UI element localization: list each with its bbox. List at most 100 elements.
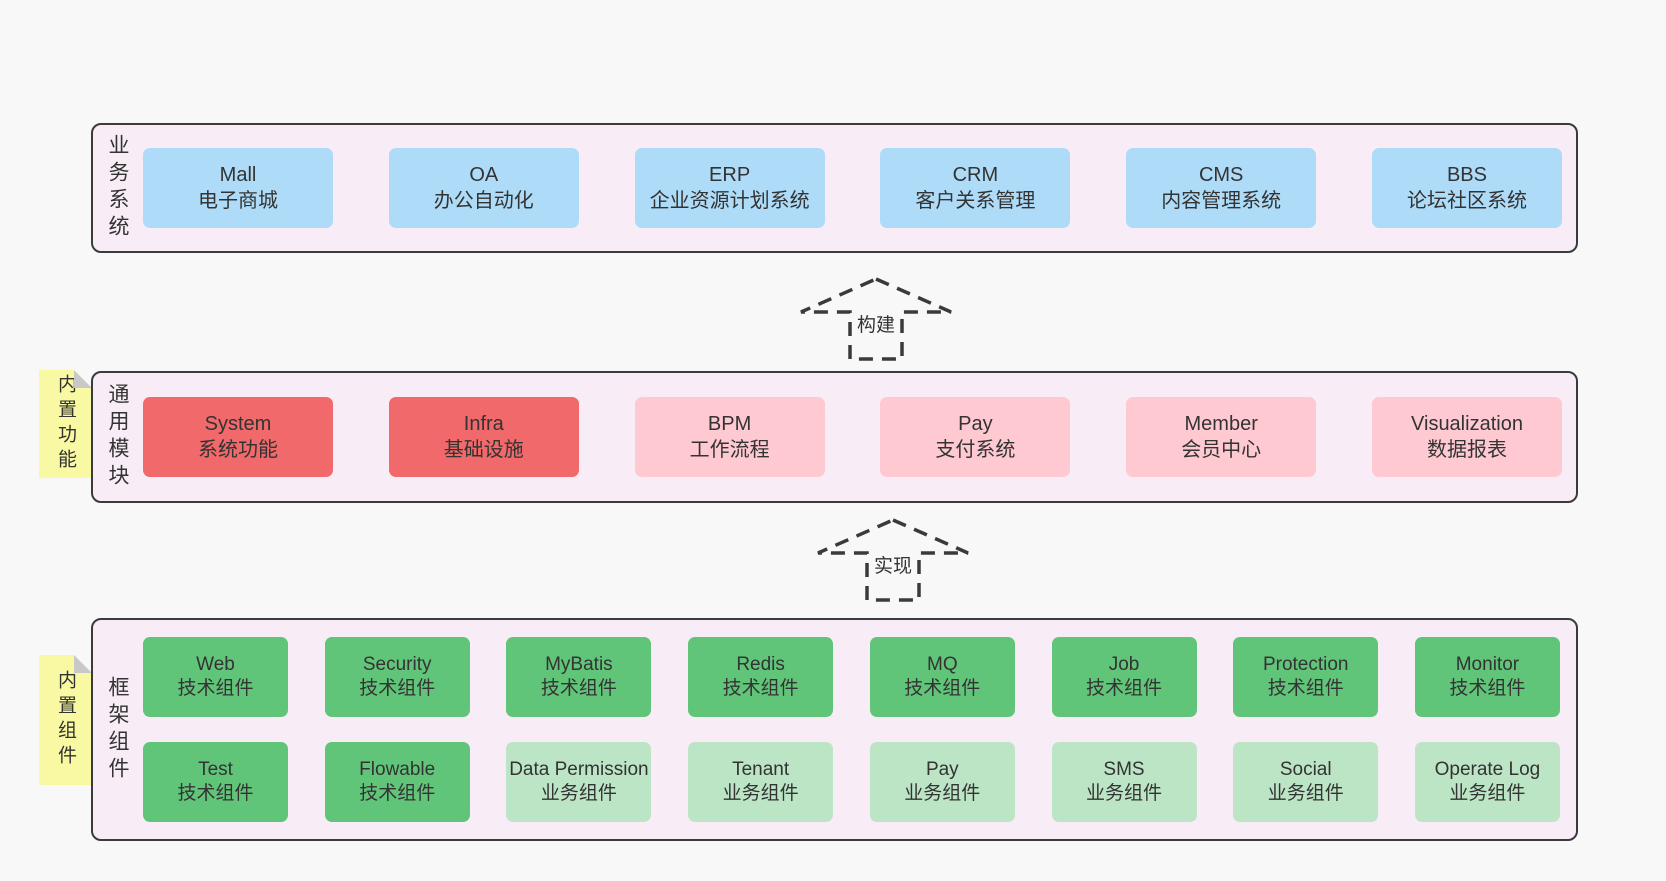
box-bpm: BPM 工作流程 bbox=[634, 397, 825, 477]
box-subtitle: 业务组件 bbox=[1267, 783, 1344, 804]
box-subtitle: 客户关系管理 bbox=[915, 190, 1036, 212]
box-title: BBS bbox=[1446, 164, 1487, 186]
common-modules-box-row: System 系统功能 Infra 基础设施 BPM 工作流程 Pay 支付系统 bbox=[143, 373, 1576, 501]
box-title: ERP bbox=[709, 164, 751, 186]
box-crm: CRM 客户关系管理 bbox=[880, 148, 1071, 228]
box-title: Infra bbox=[463, 413, 504, 435]
box-protection: Protection 技术组件 bbox=[1233, 637, 1379, 717]
arrow-build: 构建 bbox=[798, 276, 954, 362]
box-subtitle: 电子商城 bbox=[198, 190, 278, 212]
business-systems-box-row: Mall 电子商城 OA 办公自动化 ERP 企业资源计划系统 CRM 客户关系… bbox=[143, 125, 1576, 251]
box-pay: Pay 支付系统 bbox=[880, 397, 1071, 477]
box-title: Redis bbox=[736, 653, 785, 675]
arrow-implement: 实现 bbox=[815, 517, 971, 603]
box-pay: Pay 业务组件 bbox=[869, 742, 1015, 822]
box-title: System bbox=[204, 413, 272, 435]
box-title: Test bbox=[198, 758, 233, 780]
box-title: Data Permission bbox=[509, 758, 649, 780]
box-subtitle: 技术组件 bbox=[1086, 678, 1163, 699]
box-subtitle: 系统功能 bbox=[198, 439, 278, 461]
box-mq: MQ 技术组件 bbox=[869, 637, 1015, 717]
box-security: Security 技术组件 bbox=[324, 637, 470, 717]
box-oa: OA 办公自动化 bbox=[388, 148, 579, 228]
box-subtitle: 技术组件 bbox=[1267, 678, 1344, 699]
box-subtitle: 企业资源计划系统 bbox=[649, 190, 810, 212]
box-subtitle: 基础设施 bbox=[443, 439, 524, 461]
box-title: Pay bbox=[925, 758, 959, 780]
layer-label-framework-components: 框架组件 bbox=[106, 675, 129, 784]
arrow-build-label: 构建 bbox=[852, 310, 900, 337]
box-title: Job bbox=[1108, 653, 1140, 675]
business-systems-container: 业务系统 Mall 电子商城 OA 办公自动化 ERP 企业资源计划系统 bbox=[91, 123, 1578, 253]
sticky-note-label: 内置功能 bbox=[55, 374, 76, 474]
box-title: MQ bbox=[927, 653, 958, 675]
box-infra: Infra 基础设施 bbox=[388, 397, 579, 477]
box-member: Member 会员中心 bbox=[1126, 397, 1317, 477]
arrow-implement-label: 实现 bbox=[869, 551, 917, 578]
box-test: Test 技术组件 bbox=[143, 742, 288, 822]
box-subtitle: 业务组件 bbox=[904, 783, 981, 804]
box-redis: Redis 技术组件 bbox=[688, 637, 834, 717]
box-social: Social 业务组件 bbox=[1233, 742, 1379, 822]
box-title: Operate Log bbox=[1434, 758, 1541, 780]
layer-label-common-modules: 通用模块 bbox=[106, 383, 129, 491]
box-subtitle: 论坛社区系统 bbox=[1406, 190, 1527, 212]
sticky-note-built-in-components: 内置组件 bbox=[39, 655, 92, 785]
box-title: Mall bbox=[219, 164, 257, 186]
box-title: Web bbox=[196, 653, 235, 675]
box-subtitle: 业务组件 bbox=[540, 783, 617, 804]
box-subtitle: 数据报表 bbox=[1426, 439, 1507, 461]
framework-components-container: 框架组件 Web 技术组件 Security 技术组件 MyBatis 技术组件 bbox=[91, 618, 1578, 841]
box-flowable: Flowable 技术组件 bbox=[324, 742, 470, 822]
folded-corner-icon bbox=[74, 655, 92, 673]
box-title: MyBatis bbox=[545, 653, 613, 675]
box-erp: ERP 企业资源计划系统 bbox=[634, 148, 825, 228]
sticky-note-label: 内置组件 bbox=[55, 670, 76, 770]
box-mall: Mall 电子商城 bbox=[143, 148, 333, 228]
layer-label-business-systems: 业务系统 bbox=[106, 134, 129, 242]
sticky-note-built-in-functions: 内置功能 bbox=[39, 370, 92, 478]
box-web: Web 技术组件 bbox=[143, 637, 288, 717]
box-mybatis: MyBatis 技术组件 bbox=[506, 637, 652, 717]
box-title: CRM bbox=[952, 164, 999, 186]
box-subtitle: 支付系统 bbox=[935, 439, 1016, 461]
box-subtitle: 内容管理系统 bbox=[1161, 190, 1282, 212]
box-tenant: Tenant 业务组件 bbox=[688, 742, 834, 822]
box-subtitle: 技术组件 bbox=[359, 678, 436, 699]
box-title: SMS bbox=[1103, 758, 1145, 780]
box-subtitle: 办公自动化 bbox=[433, 190, 534, 212]
box-job: Job 技术组件 bbox=[1051, 637, 1197, 717]
box-subtitle: 业务组件 bbox=[1449, 783, 1526, 804]
box-subtitle: 会员中心 bbox=[1181, 439, 1262, 461]
box-title: BPM bbox=[707, 413, 752, 435]
box-subtitle: 技术组件 bbox=[177, 678, 254, 699]
box-monitor: Monitor 技术组件 bbox=[1414, 637, 1560, 717]
box-title: CMS bbox=[1198, 164, 1244, 186]
box-title: Flowable bbox=[359, 758, 436, 780]
box-title: Member bbox=[1184, 413, 1258, 435]
box-title: Tenant bbox=[732, 758, 790, 780]
box-title: Visualization bbox=[1411, 413, 1523, 435]
framework-components-box-grid: Web 技术组件 Security 技术组件 MyBatis 技术组件 Redi… bbox=[143, 620, 1576, 839]
box-title: Pay bbox=[958, 413, 993, 435]
box-title: OA bbox=[469, 164, 499, 186]
box-title: Social bbox=[1279, 758, 1332, 780]
box-data-permission: Data Permission 业务组件 bbox=[506, 742, 652, 822]
box-subtitle: 技术组件 bbox=[540, 678, 617, 699]
box-cms: CMS 内容管理系统 bbox=[1126, 148, 1317, 228]
box-subtitle: 技术组件 bbox=[1449, 678, 1526, 699]
folded-corner-icon bbox=[74, 370, 92, 388]
box-sms: SMS 业务组件 bbox=[1051, 742, 1197, 822]
box-subtitle: 工作流程 bbox=[689, 439, 770, 461]
box-subtitle: 技术组件 bbox=[904, 678, 981, 699]
common-modules-container: 通用模块 System 系统功能 Infra 基础设施 BPM 工作流程 bbox=[91, 371, 1578, 503]
box-system: System 系统功能 bbox=[143, 397, 333, 477]
box-subtitle: 技术组件 bbox=[177, 783, 254, 804]
box-subtitle: 业务组件 bbox=[722, 783, 799, 804]
box-bbs: BBS 论坛社区系统 bbox=[1371, 148, 1562, 228]
box-subtitle: 技术组件 bbox=[722, 678, 799, 699]
box-subtitle: 业务组件 bbox=[1086, 783, 1163, 804]
box-title: Security bbox=[362, 653, 432, 675]
box-subtitle: 技术组件 bbox=[359, 783, 436, 804]
